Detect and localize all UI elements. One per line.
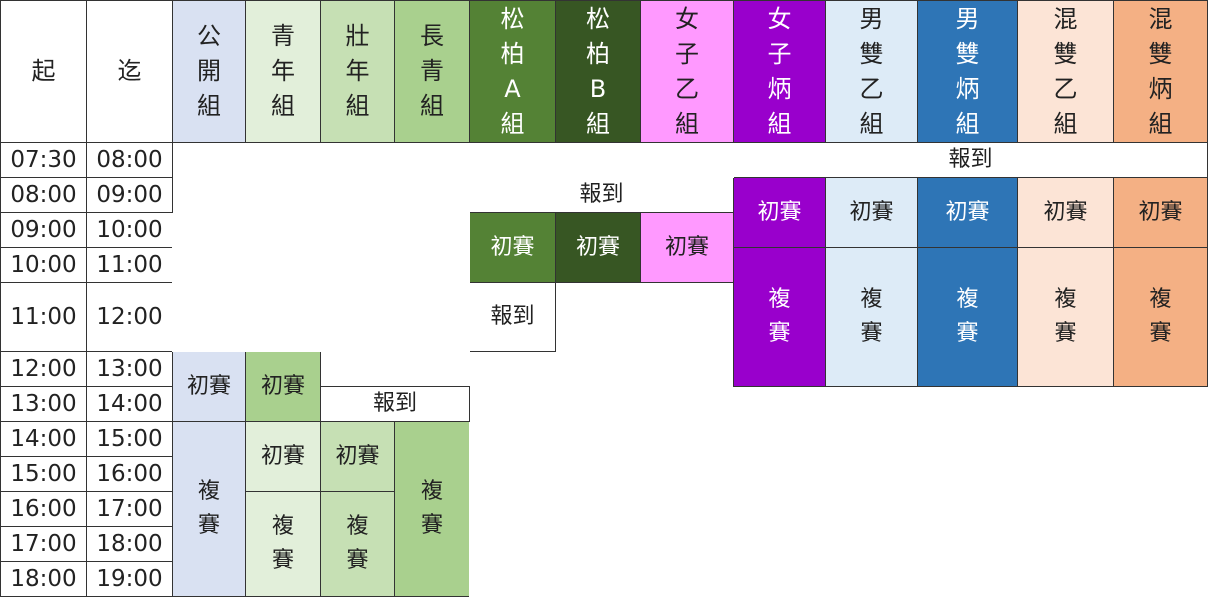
report-cell: 報到 — [733, 142, 1208, 178]
final-cell: 複 賽 — [245, 491, 321, 597]
prelim-cell: 初賽 — [1017, 177, 1114, 248]
group-header-pineB: 松 柏 B 組 — [555, 0, 641, 143]
prelim-cell: 初賽 — [172, 351, 246, 422]
start-time-cell: 16:00 — [0, 491, 87, 527]
prelim-cell: 初賽 — [469, 212, 556, 283]
prelim-cell: 初賽 — [917, 177, 1018, 248]
empty-cell — [469, 386, 1208, 597]
prelim-cell: 初賽 — [245, 421, 321, 492]
start-time-cell: 18:00 — [0, 561, 87, 597]
group-header-mixedC: 混 雙 炳 組 — [1113, 0, 1208, 143]
end-time-cell: 18:00 — [86, 526, 173, 562]
final-cell: 複 賽 — [917, 247, 1018, 387]
end-time-cell: 08:00 — [86, 142, 173, 178]
final-cell: 複 賽 — [1017, 247, 1114, 387]
empty-cell — [172, 142, 734, 178]
end-time-cell: 14:00 — [86, 386, 173, 422]
report-cell: 報到 — [469, 282, 556, 352]
report-cell: 報到 — [320, 386, 470, 422]
start-time-cell: 11:00 — [0, 282, 87, 352]
group-header-open: 公 開 組 — [172, 0, 246, 143]
prelim-cell: 初賽 — [1113, 177, 1208, 248]
end-time-cell: 12:00 — [86, 282, 173, 352]
prelim-cell: 初賽 — [320, 421, 395, 492]
group-header-middle: 壯 年 組 — [320, 0, 395, 143]
start-time-cell: 10:00 — [0, 247, 87, 283]
final-cell: 複 賽 — [394, 421, 470, 597]
end-time-cell: 09:00 — [86, 177, 173, 213]
end-time-cell: 15:00 — [86, 421, 173, 457]
start-time-header: 起 — [0, 0, 87, 143]
end-time-cell: 19:00 — [86, 561, 173, 597]
group-header-pineA: 松 柏 A 組 — [469, 0, 556, 143]
empty-cell — [555, 282, 734, 387]
start-time-cell: 14:00 — [0, 421, 87, 457]
prelim-cell: 初賽 — [640, 212, 734, 283]
prelim-cell: 初賽 — [245, 351, 321, 422]
end-time-cell: 13:00 — [86, 351, 173, 387]
report-cell: 報到 — [469, 177, 734, 213]
final-cell: 複 賽 — [733, 247, 826, 387]
start-time-cell: 17:00 — [0, 526, 87, 562]
group-header-youth: 青 年 組 — [245, 0, 321, 143]
prelim-cell: 初賽 — [733, 177, 826, 248]
empty-cell — [172, 177, 470, 352]
start-time-cell: 07:30 — [0, 142, 87, 178]
group-header-menC: 男 雙 炳 組 — [917, 0, 1018, 143]
group-header-womenC: 女 子 炳 組 — [733, 0, 826, 143]
end-time-cell: 17:00 — [86, 491, 173, 527]
end-time-cell: 16:00 — [86, 456, 173, 492]
group-header-menB: 男 雙 乙 組 — [825, 0, 918, 143]
start-time-cell: 15:00 — [0, 456, 87, 492]
group-header-mixedB: 混 雙 乙 組 — [1017, 0, 1114, 143]
end-time-cell: 10:00 — [86, 212, 173, 248]
prelim-cell: 初賽 — [825, 177, 918, 248]
group-header-senior: 長 青 組 — [394, 0, 470, 143]
start-time-cell: 09:00 — [0, 212, 87, 248]
final-cell: 複 賽 — [320, 491, 395, 597]
final-cell: 複 賽 — [825, 247, 918, 387]
end-time-cell: 11:00 — [86, 247, 173, 283]
group-header-womenB: 女 子 乙 組 — [640, 0, 734, 143]
start-time-cell: 08:00 — [0, 177, 87, 213]
start-time-cell: 13:00 — [0, 386, 87, 422]
final-cell: 複 賽 — [172, 421, 246, 597]
prelim-cell: 初賽 — [555, 212, 641, 283]
start-time-cell: 12:00 — [0, 351, 87, 387]
end-time-header: 迄 — [86, 0, 173, 143]
final-cell: 複 賽 — [1113, 247, 1208, 387]
